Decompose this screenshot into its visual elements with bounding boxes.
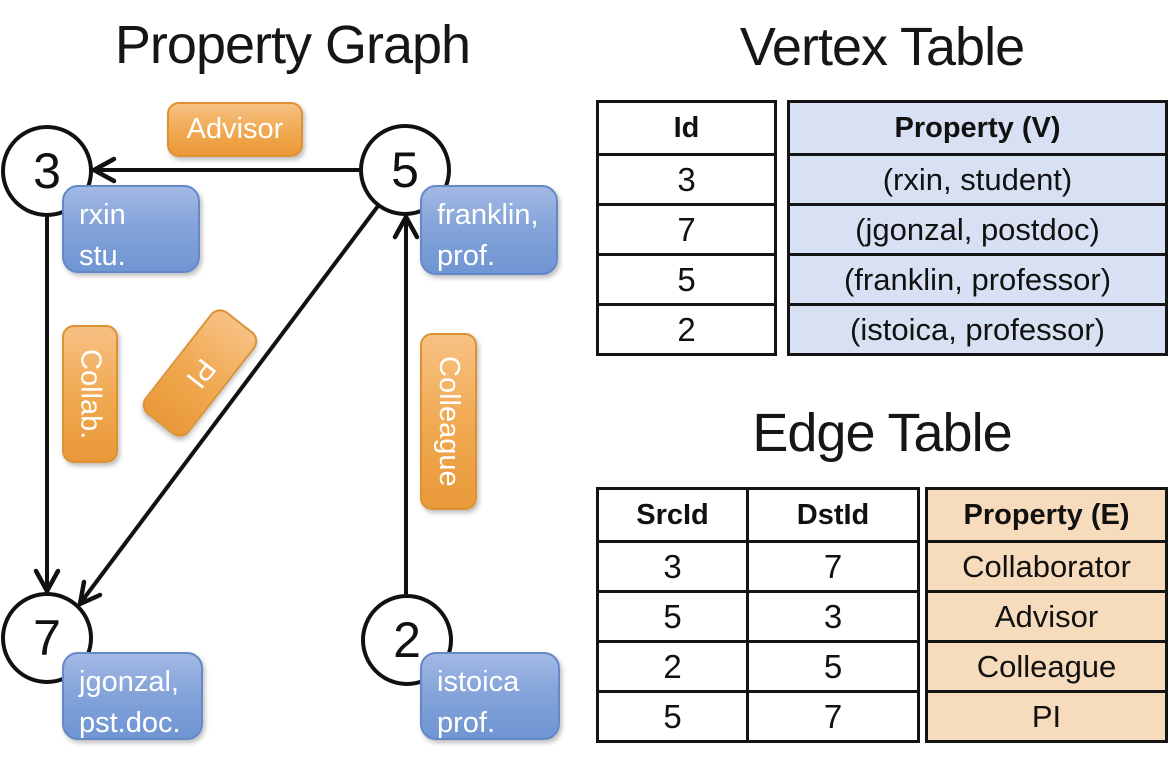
vertex-property-line: franklin, (437, 199, 539, 231)
table-row: 2 (596, 303, 777, 356)
table-row: 5 7 (596, 690, 920, 743)
edge-table-property-header: Property (E) (925, 487, 1168, 543)
table-row: (franklin, professor) (787, 253, 1168, 306)
edge-property-cell: Advisor (925, 590, 1168, 643)
edge-table-dstid-header: DstId (746, 487, 920, 543)
vertex-table-title: Vertex Table (739, 17, 1025, 77)
edge-property-cell: PI (925, 690, 1168, 743)
vertex-property-line: rxin (79, 199, 126, 231)
vertex-property-box-franklin: franklin, prof. (420, 185, 558, 275)
table-row: 3 (596, 153, 777, 206)
vertex-table-id-column: Id 3 7 5 2 (596, 100, 777, 356)
edge-pi-arrowhead (77, 579, 103, 607)
table-row: 7 (596, 203, 777, 256)
edge-src-cell: 5 (596, 590, 749, 643)
vertex-property-line: istoica (437, 666, 520, 698)
vertex-table-id-header: Id (596, 100, 777, 156)
vertex-id-cell: 7 (596, 203, 777, 256)
table-row: Advisor (925, 590, 1168, 643)
edge-label-advisor: Advisor (167, 102, 303, 157)
vertex-property-cell: (istoica, professor) (787, 303, 1168, 356)
vertex-property-box-jgonzal: jgonzal, pst.doc. (62, 652, 203, 740)
vertex-node-3-id: 3 (33, 143, 61, 199)
edge-property-cell: Collaborator (925, 540, 1168, 593)
table-row: 2 5 (596, 640, 920, 693)
edge-src-cell: 3 (596, 540, 749, 593)
table-row: (istoica, professor) (787, 303, 1168, 356)
table-row: (jgonzal, postdoc) (787, 203, 1168, 256)
vertex-property-line: pst.doc. (79, 706, 181, 739)
table-row: Collaborator (925, 540, 1168, 593)
table-row: 5 3 (596, 590, 920, 643)
table-row: 5 (596, 253, 777, 306)
edge-label-collab: Collab. (62, 325, 118, 463)
vertex-property-cell: (franklin, professor) (787, 253, 1168, 306)
table-row: 3 7 (596, 540, 920, 593)
vertex-node-2-id: 2 (393, 612, 421, 668)
vertex-property-line: stu. (79, 239, 126, 272)
vertex-id-cell: 3 (596, 153, 777, 206)
edge-table-property-column: Property (E) Collaborator Advisor Collea… (925, 487, 1168, 743)
vertex-id-cell: 5 (596, 253, 777, 306)
vertex-id-cell: 2 (596, 303, 777, 356)
vertex-table-property-column: Property (V) (rxin, student) (jgonzal, p… (787, 100, 1168, 356)
vertex-property-line: jgonzal, (79, 666, 179, 698)
table-row: Colleague (925, 640, 1168, 693)
edge-src-cell: 5 (596, 690, 749, 743)
edge-advisor-arrowhead (91, 156, 117, 184)
property-graph-title: Property Graph (114, 15, 471, 75)
vertex-property-line: prof. (437, 239, 496, 272)
vertex-property-box-istoica: istoica prof. (420, 652, 560, 740)
vertex-node-7-id: 7 (33, 610, 61, 666)
vertex-table-property-header: Property (V) (787, 100, 1168, 156)
edge-dst-cell: 7 (746, 690, 920, 743)
edge-table-title: Edge Table (752, 403, 1012, 463)
edge-label-colleague: Colleague (420, 333, 477, 510)
vertex-property-cell: (rxin, student) (787, 153, 1168, 206)
table-row: (rxin, student) (787, 153, 1168, 206)
vertex-node-2: 2 (361, 594, 453, 686)
edge-dst-cell: 7 (746, 540, 920, 593)
vertex-property-line: prof. (437, 706, 496, 739)
edge-src-cell: 2 (596, 640, 749, 693)
edge-colleague-arrowhead (392, 214, 420, 240)
table-row: PI (925, 690, 1168, 743)
edge-table-id-columns: SrcId DstId 3 7 5 3 2 5 5 7 (596, 487, 920, 743)
edge-dst-cell: 3 (746, 590, 920, 643)
edge-property-cell: Colleague (925, 640, 1168, 693)
edge-collab-arrowhead (33, 568, 61, 594)
edge-pi-line (80, 204, 380, 603)
vertex-property-cell: (jgonzal, postdoc) (787, 203, 1168, 256)
edge-table-srcid-header: SrcId (596, 487, 749, 543)
edge-dst-cell: 5 (746, 640, 920, 693)
graph-edges-canvas (33, 156, 420, 607)
vertex-property-box-rxin: rxin stu. (62, 185, 200, 273)
vertex-node-5-id: 5 (391, 142, 419, 198)
